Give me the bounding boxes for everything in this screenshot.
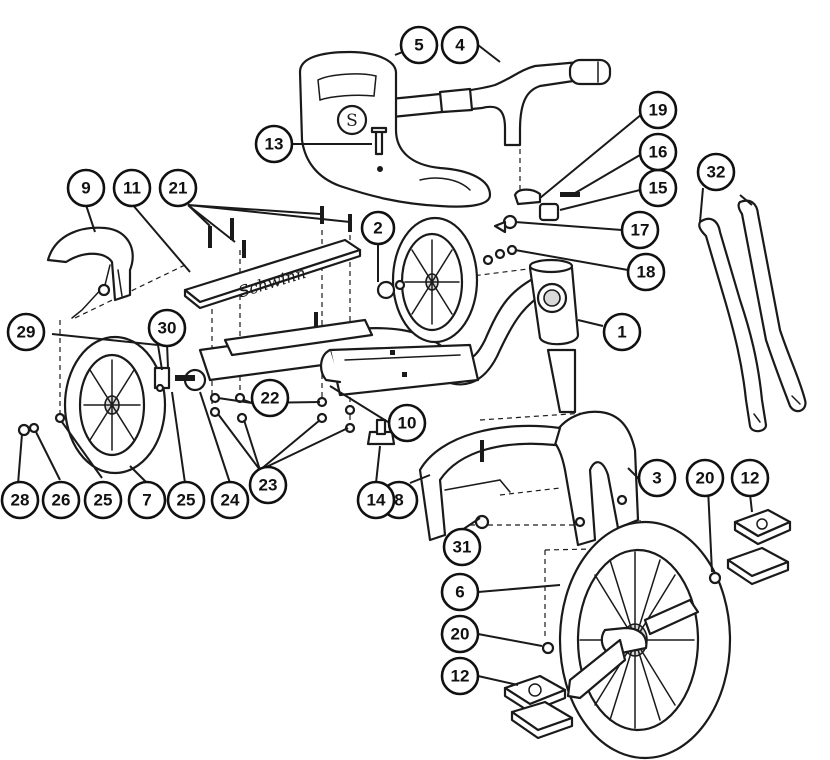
pedal-upper xyxy=(726,508,792,586)
svg-text:15: 15 xyxy=(649,179,668,198)
svg-text:25: 25 xyxy=(177,491,196,510)
callout-2: 2 xyxy=(360,210,396,246)
rear-axle xyxy=(17,366,207,437)
front-fender xyxy=(418,424,562,542)
callout-24: 24 xyxy=(210,480,250,520)
seat-bolt xyxy=(370,126,388,156)
fork xyxy=(546,348,640,547)
svg-text:31: 31 xyxy=(453,538,472,557)
callout-32: 32 xyxy=(696,152,736,192)
callout-30: 30 xyxy=(147,308,187,348)
rear-fender xyxy=(46,226,134,319)
callout-18: 18 xyxy=(626,252,666,292)
svg-text:25: 25 xyxy=(94,491,113,510)
pedal-lower xyxy=(503,674,574,740)
callout-10: 10 xyxy=(387,403,427,443)
svg-text:30: 30 xyxy=(158,319,177,338)
svg-text:1: 1 xyxy=(617,323,626,342)
svg-text:12: 12 xyxy=(451,667,470,686)
callout-3: 3 xyxy=(637,458,677,498)
callout-15: 15 xyxy=(638,168,678,208)
svg-text:13: 13 xyxy=(265,135,284,154)
deck-platform: Schwinn xyxy=(183,238,362,310)
svg-text:28: 28 xyxy=(11,491,30,510)
callout-17: 17 xyxy=(620,210,660,250)
callout-22: 22 xyxy=(250,378,290,418)
svg-text:14: 14 xyxy=(367,491,386,510)
callout-7: 7 xyxy=(127,480,167,520)
callout-1: 1 xyxy=(602,312,642,352)
front-wheel xyxy=(558,520,732,760)
svg-text:17: 17 xyxy=(631,221,650,240)
svg-text:32: 32 xyxy=(707,163,726,182)
callout-12-lower: 12 xyxy=(440,656,480,696)
callout-20-upper: 20 xyxy=(685,458,725,498)
callout-14: 14 xyxy=(356,480,396,520)
svg-text:16: 16 xyxy=(649,143,668,162)
handlebar xyxy=(368,58,612,147)
callout-4: 4 xyxy=(440,25,480,65)
callout-31: 31 xyxy=(442,527,482,567)
svg-text:6: 6 xyxy=(455,583,464,602)
callout-25-right: 25 xyxy=(166,480,206,520)
callout-16: 16 xyxy=(638,132,678,172)
rear-wheel xyxy=(63,335,167,475)
svg-text:11: 11 xyxy=(123,179,141,198)
pedal-bolts xyxy=(541,571,722,655)
callout-23: 23 xyxy=(248,465,288,505)
callout-21: 21 xyxy=(158,168,198,208)
callout-29: 29 xyxy=(6,312,46,352)
svg-text:26: 26 xyxy=(52,491,71,510)
callout-5: 5 xyxy=(399,25,439,65)
svg-text:10: 10 xyxy=(398,414,417,433)
callout-12-upper: 12 xyxy=(730,458,770,498)
push-handle xyxy=(698,199,807,433)
callout-28: 28 xyxy=(0,480,40,520)
svg-text:5: 5 xyxy=(414,36,423,55)
svg-text:7: 7 xyxy=(142,491,151,510)
svg-text:20: 20 xyxy=(451,625,470,644)
main-frame xyxy=(198,273,550,397)
svg-text:19: 19 xyxy=(649,101,668,120)
svg-text:18: 18 xyxy=(637,263,656,282)
svg-text:23: 23 xyxy=(259,476,278,495)
callout-19: 19 xyxy=(638,90,678,130)
svg-text:22: 22 xyxy=(261,389,280,408)
callout-20-lower: 20 xyxy=(440,614,480,654)
svg-text:2: 2 xyxy=(373,219,382,238)
svg-text:12: 12 xyxy=(741,469,760,488)
deck-screws xyxy=(208,206,352,330)
callout-26: 26 xyxy=(41,480,81,520)
callout-11: 11 xyxy=(112,168,152,208)
svg-text:29: 29 xyxy=(17,323,36,342)
seat-logo: S xyxy=(346,111,358,131)
callout-25-left: 25 xyxy=(83,480,123,520)
svg-text:24: 24 xyxy=(221,491,240,510)
callout-13: 13 xyxy=(254,124,294,164)
head-tube xyxy=(528,258,580,346)
kickstand-cap xyxy=(366,418,396,446)
svg-text:8: 8 xyxy=(394,491,403,510)
middle-wheel xyxy=(391,216,479,344)
svg-text:20: 20 xyxy=(696,469,715,488)
svg-text:4: 4 xyxy=(455,36,465,55)
svg-text:3: 3 xyxy=(652,469,661,488)
svg-text:9: 9 xyxy=(81,179,90,198)
callout-9: 9 xyxy=(66,168,106,208)
callout-6: 6 xyxy=(440,572,480,612)
seat: S xyxy=(298,50,492,208)
svg-text:21: 21 xyxy=(169,179,188,198)
